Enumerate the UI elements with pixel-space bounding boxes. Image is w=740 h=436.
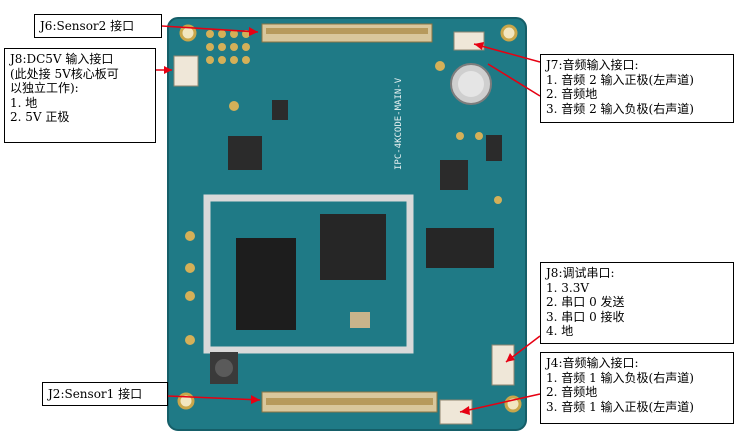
callout-j4-line: 1. 音频 1 输入负极(右声道)	[546, 370, 694, 385]
callout-j8-dc5v-line: 2. 5V 正极	[10, 110, 70, 124]
arrow-j7-battery	[487, 63, 541, 97]
callout-j8-debug-line: 2. 串口 0 发送	[546, 295, 625, 309]
flash-chip	[426, 228, 494, 268]
small-chip-1	[272, 100, 288, 120]
callout-j7-title: J7:音频输入接口:	[546, 58, 639, 72]
callout-j2: J2:Sensor1 接口	[42, 382, 168, 406]
soc-chip	[320, 214, 386, 280]
callout-j2-title: J2:Sensor1 接口	[48, 387, 143, 401]
callout-j7-line: 3. 音频 2 输入负极(右声道)	[546, 101, 694, 116]
callout-j8-dc5v: J8:DC5V 输入接口 (此处接 5V核心板可 以独立工作): 1. 地 2.…	[4, 48, 156, 143]
callout-j8-debug-title: J8:调试串口:	[546, 266, 615, 280]
callout-j8-debug-line: 1. 3.3V	[546, 280, 590, 295]
gold-pad-array	[206, 30, 250, 64]
callout-j8-dc5v-line: 以独立工作):	[10, 81, 79, 95]
silkscreen-label: IPC-4KCODE-MAIN-V	[394, 77, 404, 170]
arrow-j6	[161, 25, 259, 33]
mount-hole-top-left	[179, 24, 197, 42]
j2-fpc-pins	[266, 398, 433, 405]
mount-hole-top-right	[500, 24, 518, 42]
callout-j8-debug-line: 3. 串口 0 接收	[546, 309, 625, 324]
crystal	[350, 312, 370, 328]
callout-j7-line: 2. 音频地	[546, 87, 598, 101]
callout-arrows	[156, 25, 541, 413]
ddr-chip	[236, 238, 296, 330]
j8-dc5v-connector	[173, 55, 199, 87]
qfn-chip	[228, 136, 262, 170]
callout-j8-dc5v-line: 1. 地	[10, 95, 38, 110]
small-chip-2	[486, 135, 502, 161]
callout-j4-line: 2. 音频地	[546, 385, 598, 399]
callout-j8-dc5v-title: J8:DC5V 输入接口	[10, 52, 114, 66]
callout-j6-title: J6:Sensor2 接口	[40, 19, 135, 33]
j6-fpc-pins	[266, 28, 428, 34]
callout-j7: J7:音频输入接口: 1. 音频 2 输入正极(左声道) 2. 音频地 3. 音…	[540, 54, 734, 123]
callout-j8-debug: J8:调试串口: 1. 3.3V 2. 串口 0 发送 3. 串口 0 接收 4…	[540, 262, 734, 344]
gold-vias	[185, 61, 502, 345]
callout-j8-debug-line: 4. 地	[546, 324, 574, 338]
arrow-j2	[167, 395, 261, 401]
soic-chip	[440, 160, 468, 190]
callout-j8-dc5v-line: (此处接 5V核心板可	[10, 66, 119, 81]
callout-j4-title: J4:音频输入接口:	[546, 356, 639, 370]
callout-j4: J4:音频输入接口: 1. 音频 1 输入负极(右声道) 2. 音频地 3. 音…	[540, 352, 734, 424]
shield-frame	[203, 194, 414, 354]
arrow-j4	[459, 393, 541, 413]
arrow-j7-connector	[473, 43, 541, 63]
callout-j4-line: 3. 音频 1 输入正极(左声道)	[546, 399, 694, 414]
arrow-heads	[164, 27, 515, 415]
j8-debug-connector	[491, 344, 515, 386]
callout-j6: J6:Sensor2 接口	[34, 14, 162, 38]
callout-j7-line: 1. 音频 2 输入正极(左声道)	[546, 72, 694, 87]
